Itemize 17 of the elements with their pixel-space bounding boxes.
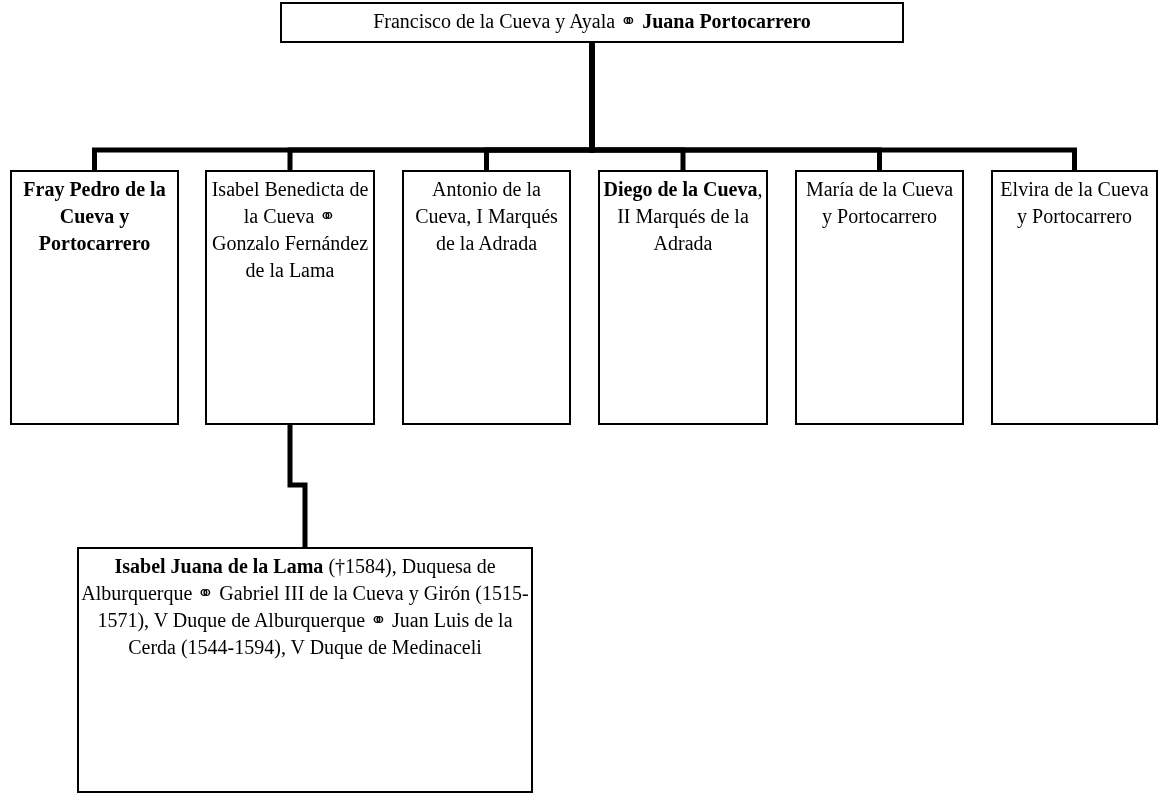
person-name: Fray Pedro de la Cueva y Portocarrero bbox=[22, 177, 167, 256]
person-box bbox=[991, 170, 1158, 425]
person-box bbox=[10, 170, 179, 425]
person-name: Isabel Benedicta de la Cueva ⚭ Gonzalo Fernández de la Lama bbox=[210, 177, 370, 283]
person-box bbox=[280, 2, 904, 43]
person-name: Antonio de la Cueva, I Marqués de la Adrada bbox=[414, 177, 559, 256]
person-name: Elvira de la Cueva y Portocarrero bbox=[999, 177, 1150, 230]
person-name: María de la Cueva y Portocarrero bbox=[804, 177, 955, 230]
person-box bbox=[77, 547, 533, 793]
person-name: Diego de la Cueva, II Marqués de la Adrada bbox=[602, 177, 764, 256]
person-name: Isabel Juana de la Lama (†1584), Duquesa de Alburquerque ⚭ Gabriel III de la Cueva y Girón (1515-1571), V Duque de Alburquerque ⚭ Juan Luis de la Cerda (1544-1594), V Duque de Medinaceli bbox=[81, 554, 529, 661]
person-name: Francisco de la Cueva y Ayala ⚭ Juana Portocarrero bbox=[372, 9, 812, 35]
connector-line bbox=[287, 425, 308, 547]
person-box bbox=[205, 170, 375, 425]
person-box bbox=[402, 170, 571, 425]
person-box bbox=[598, 170, 768, 425]
person-box bbox=[795, 170, 964, 425]
